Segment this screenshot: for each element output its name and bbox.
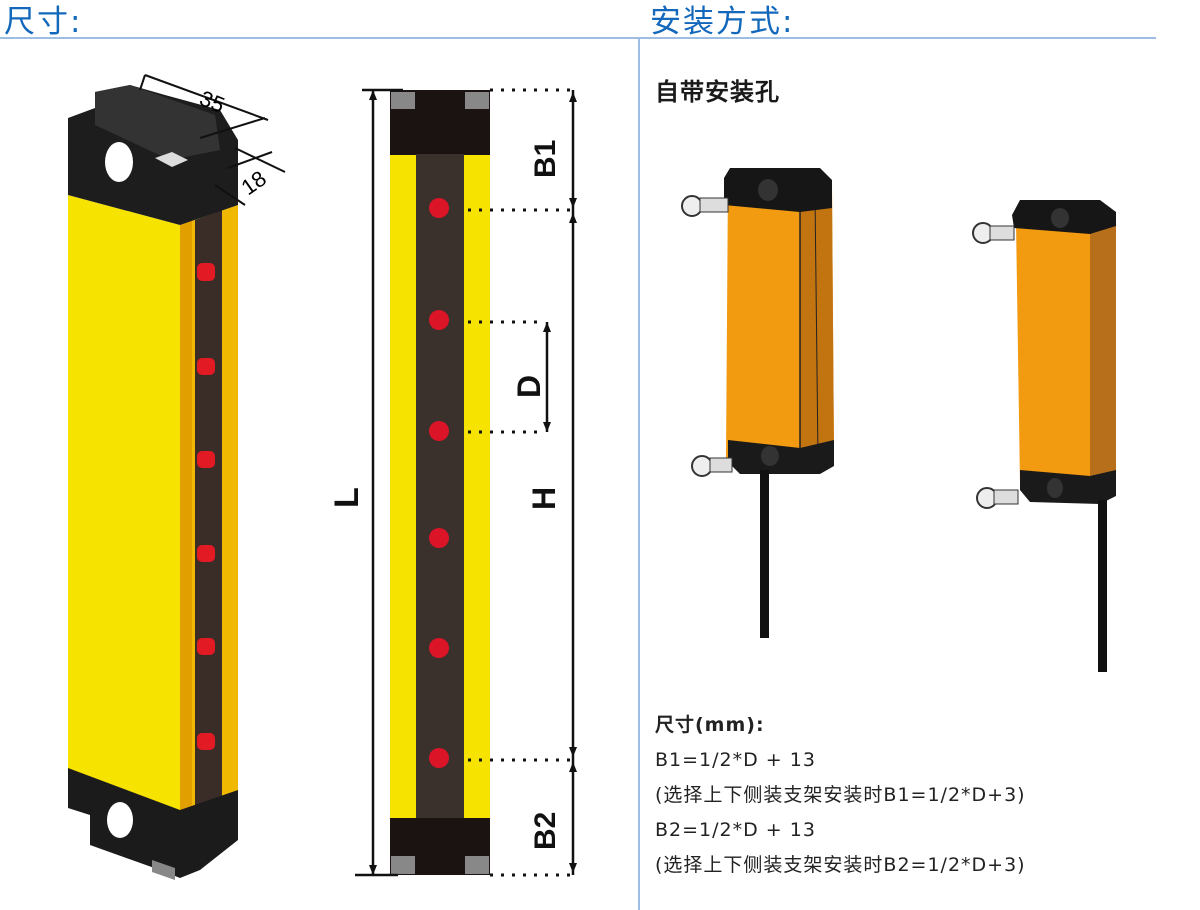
width-label: 18 (237, 166, 271, 201)
installation-heading: 安装方式: (650, 4, 795, 40)
dimensions-heading: 尺寸: (4, 4, 83, 40)
label-L: L (328, 487, 366, 508)
spec-title: 尺寸(mm): (655, 714, 765, 736)
label-D: D (511, 375, 547, 398)
iso-view-drawing: 35 18 (68, 74, 577, 880)
label-B2: B2 (529, 812, 562, 850)
install-subtitle: 自带安装孔 (655, 78, 780, 106)
column-divider (638, 38, 640, 910)
spec-line: (选择上下侧装支架安装时B2=1/2*D+3) (655, 854, 1026, 876)
spec-line: B1=1/2*D + 13 (655, 749, 816, 771)
spec-line: (选择上下侧装支架安装时B1=1/2*D+3) (655, 784, 1026, 806)
label-H: H (526, 487, 562, 510)
label-B1: B1 (529, 140, 562, 178)
header-rule (0, 37, 1156, 39)
spec-line: B2=1/2*D + 13 (655, 819, 816, 841)
spec-block: 尺寸(mm): B1=1/2*D + 13 (选择上下侧装支架安装时B1=1/2… (655, 708, 1026, 883)
